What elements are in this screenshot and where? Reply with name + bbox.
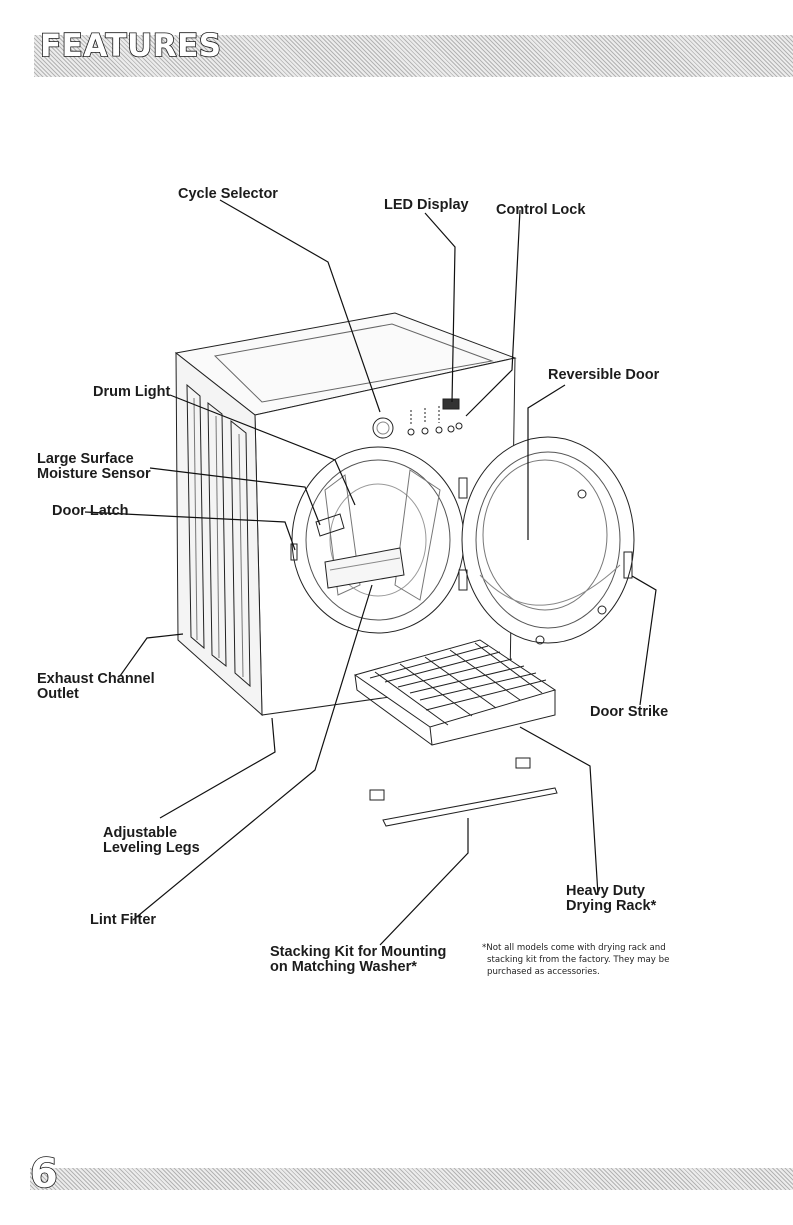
door-glass bbox=[482, 459, 608, 611]
moisture-sensor-part bbox=[315, 513, 345, 537]
cycle-selector-knob bbox=[372, 417, 394, 439]
page-title: FEATURES bbox=[39, 27, 222, 65]
label-stacking-kit: Stacking Kit for Mounting on Matching Wa… bbox=[270, 944, 447, 975]
label-reversible-door: Reversible Door bbox=[548, 367, 660, 383]
label-door-latch: Door Latch bbox=[52, 503, 129, 519]
door-outer-ring bbox=[461, 436, 635, 644]
leader-reversible-door bbox=[527, 384, 566, 540]
stacking-kit-bar bbox=[382, 787, 558, 827]
door-latch-part bbox=[290, 543, 298, 561]
leader-leveling-legs bbox=[159, 717, 276, 819]
leader-cycle-selector bbox=[219, 199, 381, 413]
side-vent-3 bbox=[230, 419, 251, 688]
label-lint-filter: Lint Filter bbox=[90, 912, 157, 928]
leader-drying-rack bbox=[519, 726, 599, 896]
label-cycle-selector: Cycle Selector bbox=[178, 186, 278, 202]
leader-door-latch bbox=[84, 511, 296, 551]
stacking-kit-bracket-1 bbox=[369, 789, 385, 801]
drum-opening bbox=[291, 446, 465, 634]
door-strike-part bbox=[623, 551, 633, 579]
lint-filter-part bbox=[324, 547, 405, 589]
label-exhaust-channel: Exhaust Channel Outlet bbox=[37, 671, 155, 702]
footnote: *Not all models come with drying rack an… bbox=[482, 943, 670, 977]
stacking-kit-bracket-2 bbox=[515, 757, 531, 769]
footer-bar bbox=[30, 1168, 793, 1190]
cabinet-side bbox=[175, 351, 263, 717]
page-number: 6 bbox=[29, 1150, 58, 1198]
label-leveling-legs: Adjustable Leveling Legs bbox=[103, 825, 200, 856]
label-drying-rack: Heavy Duty Drying Rack* bbox=[566, 883, 657, 914]
leader-stacking-kit bbox=[379, 818, 469, 946]
led-display-screen bbox=[442, 398, 460, 410]
leader-moisture-sensor bbox=[149, 467, 321, 526]
side-vent-1 bbox=[186, 383, 205, 650]
leader-door-strike bbox=[631, 575, 657, 706]
label-door-strike: Door Strike bbox=[590, 704, 669, 720]
leader-exhaust-channel bbox=[119, 633, 184, 677]
label-moisture-sensor: Large Surface Moisture Sensor bbox=[37, 451, 151, 482]
header-bar bbox=[34, 35, 793, 77]
leader-drum-light bbox=[169, 394, 356, 506]
leader-lint-filter bbox=[132, 584, 373, 921]
label-drum-light: Drum Light bbox=[93, 384, 171, 400]
leader-control-lock bbox=[465, 209, 521, 417]
label-led-display: LED Display bbox=[384, 197, 469, 213]
side-vent-2 bbox=[207, 401, 227, 668]
label-control-lock: Control Lock bbox=[496, 202, 586, 218]
leader-led-display bbox=[424, 212, 456, 403]
